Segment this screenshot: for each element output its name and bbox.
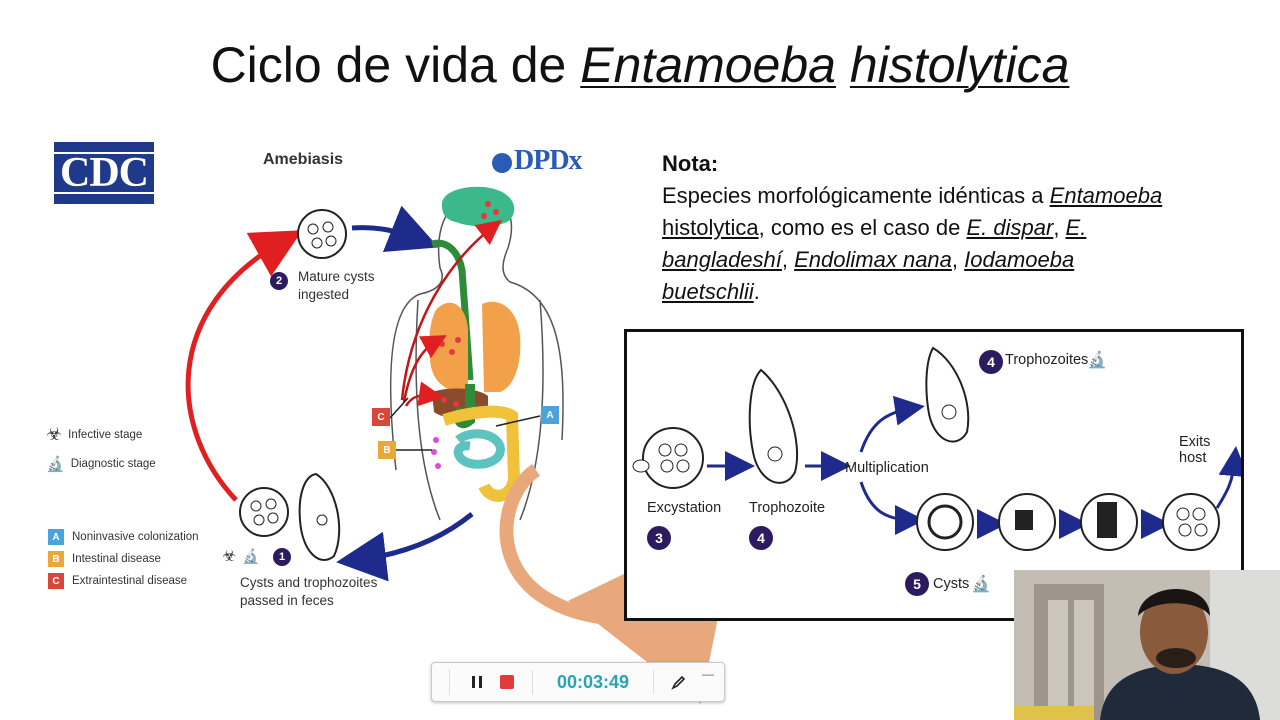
note-heading: Nota: bbox=[662, 151, 719, 176]
stop-icon bbox=[500, 675, 514, 689]
draw-button[interactable] bbox=[664, 667, 694, 697]
biohazard-icon: ☣ bbox=[222, 548, 237, 565]
step-number-5: 5 bbox=[905, 572, 929, 596]
trophozoites-label: Trophozoites bbox=[1005, 352, 1089, 368]
to-lung-arrow bbox=[402, 335, 447, 403]
cysts-label: Cysts bbox=[933, 576, 970, 592]
legend-b-swatch: B bbox=[48, 551, 64, 567]
recording-toolbar: 00:03:49 — bbox=[431, 662, 725, 702]
toolbar-divider bbox=[653, 670, 654, 694]
microscope-icon: 🔬 bbox=[1087, 352, 1107, 369]
dpdx-mark-icon bbox=[492, 152, 512, 173]
title-species: histolytica bbox=[849, 37, 1070, 93]
webcam-video bbox=[1014, 570, 1280, 720]
note-block: Nota: Especies morfológicamente idéntica… bbox=[662, 148, 1242, 308]
stage-number-2: 2 bbox=[270, 272, 288, 290]
marker-c: C bbox=[372, 408, 390, 426]
toolbar-divider bbox=[532, 670, 533, 694]
stage-number-1: 1 bbox=[273, 548, 291, 566]
excystation-label: Excystation bbox=[647, 500, 722, 516]
stage1-icons: ☣ 🔬 bbox=[222, 546, 260, 566]
exits-host-label: Exits host bbox=[1179, 434, 1211, 466]
title-plain: Ciclo de vida de bbox=[210, 37, 581, 93]
marker-a: A bbox=[541, 406, 559, 424]
diagram-heading: Amebiasis bbox=[263, 151, 344, 168]
microscope-icon: 🔬 bbox=[242, 547, 260, 564]
webcam-overlay bbox=[1014, 570, 1280, 720]
multiplication-label: Multiplication bbox=[845, 460, 929, 476]
mature-cyst bbox=[297, 209, 347, 259]
pause-icon bbox=[472, 676, 482, 688]
dpdx-logo: DPDx bbox=[492, 145, 583, 177]
legend-a: A Noninvasive colonization bbox=[48, 529, 199, 545]
legend-c-swatch: C bbox=[48, 573, 64, 589]
legend-a-swatch: A bbox=[48, 529, 64, 545]
stop-button[interactable] bbox=[492, 667, 522, 697]
legend-diagnostic: 🔬 Diagnostic stage bbox=[46, 456, 156, 473]
legend-infective: ☣ Infective stage bbox=[46, 424, 143, 444]
detail-panel: Excystation Trophozoite Multiplication T… bbox=[624, 329, 1244, 621]
cdc-logo: CDC bbox=[54, 142, 154, 204]
large-intestine bbox=[442, 405, 521, 502]
minimize-icon: — bbox=[702, 667, 714, 681]
to-mouth-arrow bbox=[351, 205, 439, 253]
pause-button[interactable] bbox=[462, 667, 492, 697]
legend-c: C Extraintestinal disease bbox=[48, 573, 187, 589]
microscope-icon: 🔬 bbox=[971, 576, 991, 593]
step-number-4-b: 4 bbox=[979, 350, 1003, 374]
minimize-button[interactable]: — bbox=[698, 667, 718, 687]
to-liver-arrow bbox=[404, 381, 444, 407]
pen-icon bbox=[671, 675, 686, 690]
legend-b: B Intestinal disease bbox=[48, 551, 161, 567]
to-brain-arrow bbox=[400, 219, 502, 401]
feces-cyst bbox=[239, 487, 289, 537]
body-outline bbox=[389, 195, 564, 521]
microscope-icon: 🔬 bbox=[46, 456, 65, 473]
to-feces-arrow bbox=[336, 512, 474, 582]
step-number-3: 3 bbox=[647, 526, 671, 550]
slide-title: Ciclo de vida de Entamoeba histolytica bbox=[0, 36, 1280, 94]
ingestion-arrow bbox=[185, 230, 303, 502]
detail-diagram bbox=[632, 346, 1241, 551]
biohazard-icon: ☣ bbox=[46, 424, 63, 444]
step-number-4-a: 4 bbox=[749, 526, 773, 550]
stage1-label: Cysts and trophozoites passed in feces bbox=[240, 575, 378, 608]
small-intestine bbox=[453, 429, 505, 469]
lung-right bbox=[482, 301, 521, 392]
stage2-label: Mature cysts ingested bbox=[298, 269, 375, 302]
title-genus: Entamoeba bbox=[580, 37, 836, 93]
brain bbox=[441, 186, 515, 227]
marker-b: B bbox=[378, 441, 396, 459]
drag-handle[interactable] bbox=[436, 669, 450, 695]
trophozoite-label: Trophozoite bbox=[749, 500, 826, 516]
lung-left bbox=[429, 302, 468, 393]
recording-timer: 00:03:49 bbox=[556, 671, 630, 692]
